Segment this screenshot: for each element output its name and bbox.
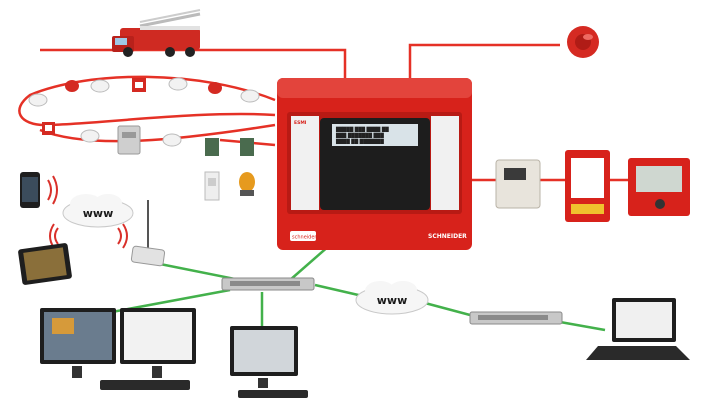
network-switch-icon xyxy=(469,311,563,325)
manual-call-point-icon xyxy=(132,78,146,92)
lower-loop-devices xyxy=(42,122,255,201)
upper-loop-line xyxy=(18,75,276,127)
cloud-to-switch2-line xyxy=(424,301,471,317)
alarm-bell-icon xyxy=(567,26,599,58)
manual-call-point-icon xyxy=(42,122,55,135)
smoke-detector-icon xyxy=(80,129,100,143)
smoke-detector-icon xyxy=(240,89,260,103)
lower-loop-line xyxy=(39,123,276,143)
bell-to-panel-line xyxy=(408,43,560,80)
io-module-icon xyxy=(240,138,254,156)
siren-icon xyxy=(239,172,255,196)
workstation-icon xyxy=(40,308,196,390)
laptop-icon xyxy=(586,298,690,360)
cloud-center-label: www xyxy=(377,294,408,307)
smoke-detector-icon xyxy=(28,93,48,107)
cloud-left: www xyxy=(62,194,134,228)
workstation-icon xyxy=(230,326,308,398)
wireless-router-icon xyxy=(130,200,166,267)
cloud-center: www xyxy=(355,281,429,315)
panel-screen-line-3: ████ ██ ███████ xyxy=(335,138,384,145)
fire-alarm-control-panel: █████ ███ ████ ██ ███ ███████ ███ ████ █… xyxy=(277,78,472,250)
panel-lcd-screen xyxy=(332,124,418,146)
repeater-panel-icon xyxy=(495,159,541,209)
upper-loop-devices xyxy=(28,77,260,107)
smoke-detector-icon xyxy=(162,133,182,147)
panel-right-led-strip xyxy=(431,116,459,210)
manual-call-point-icon xyxy=(204,171,220,201)
panel-screen-line-1: █████ ███ ████ ██ xyxy=(335,126,389,133)
repeater-panel-icon xyxy=(628,158,690,216)
panel-footer-badge-box xyxy=(290,231,316,241)
network-switch-icon xyxy=(221,277,315,291)
smartphone-icon xyxy=(20,172,40,208)
panel-left-led-strip xyxy=(291,116,319,210)
fire-truck-icon xyxy=(112,9,201,57)
switch2-to-laptop-line xyxy=(559,320,606,332)
repeater-panel-icon xyxy=(565,150,610,222)
cloud-left-label: www xyxy=(83,207,114,220)
io-module-icon xyxy=(117,125,141,155)
beacon-icon xyxy=(65,80,79,92)
smoke-detector-icon xyxy=(168,77,188,91)
signal-waves-icon xyxy=(47,175,128,249)
panel-screen-line-2: ███ ███████ ███ xyxy=(335,132,384,139)
panel-footer-logo: SCHNEIDER xyxy=(428,233,467,240)
smoke-detector-icon xyxy=(90,79,110,93)
panel-brand-badge: ESMI xyxy=(294,120,307,126)
beacon-icon xyxy=(208,82,222,94)
tablet-icon xyxy=(18,243,72,285)
panel-footer-badge: schneider xyxy=(292,235,317,241)
panel-to-switch-line xyxy=(289,244,331,281)
io-module-icon xyxy=(205,138,219,156)
